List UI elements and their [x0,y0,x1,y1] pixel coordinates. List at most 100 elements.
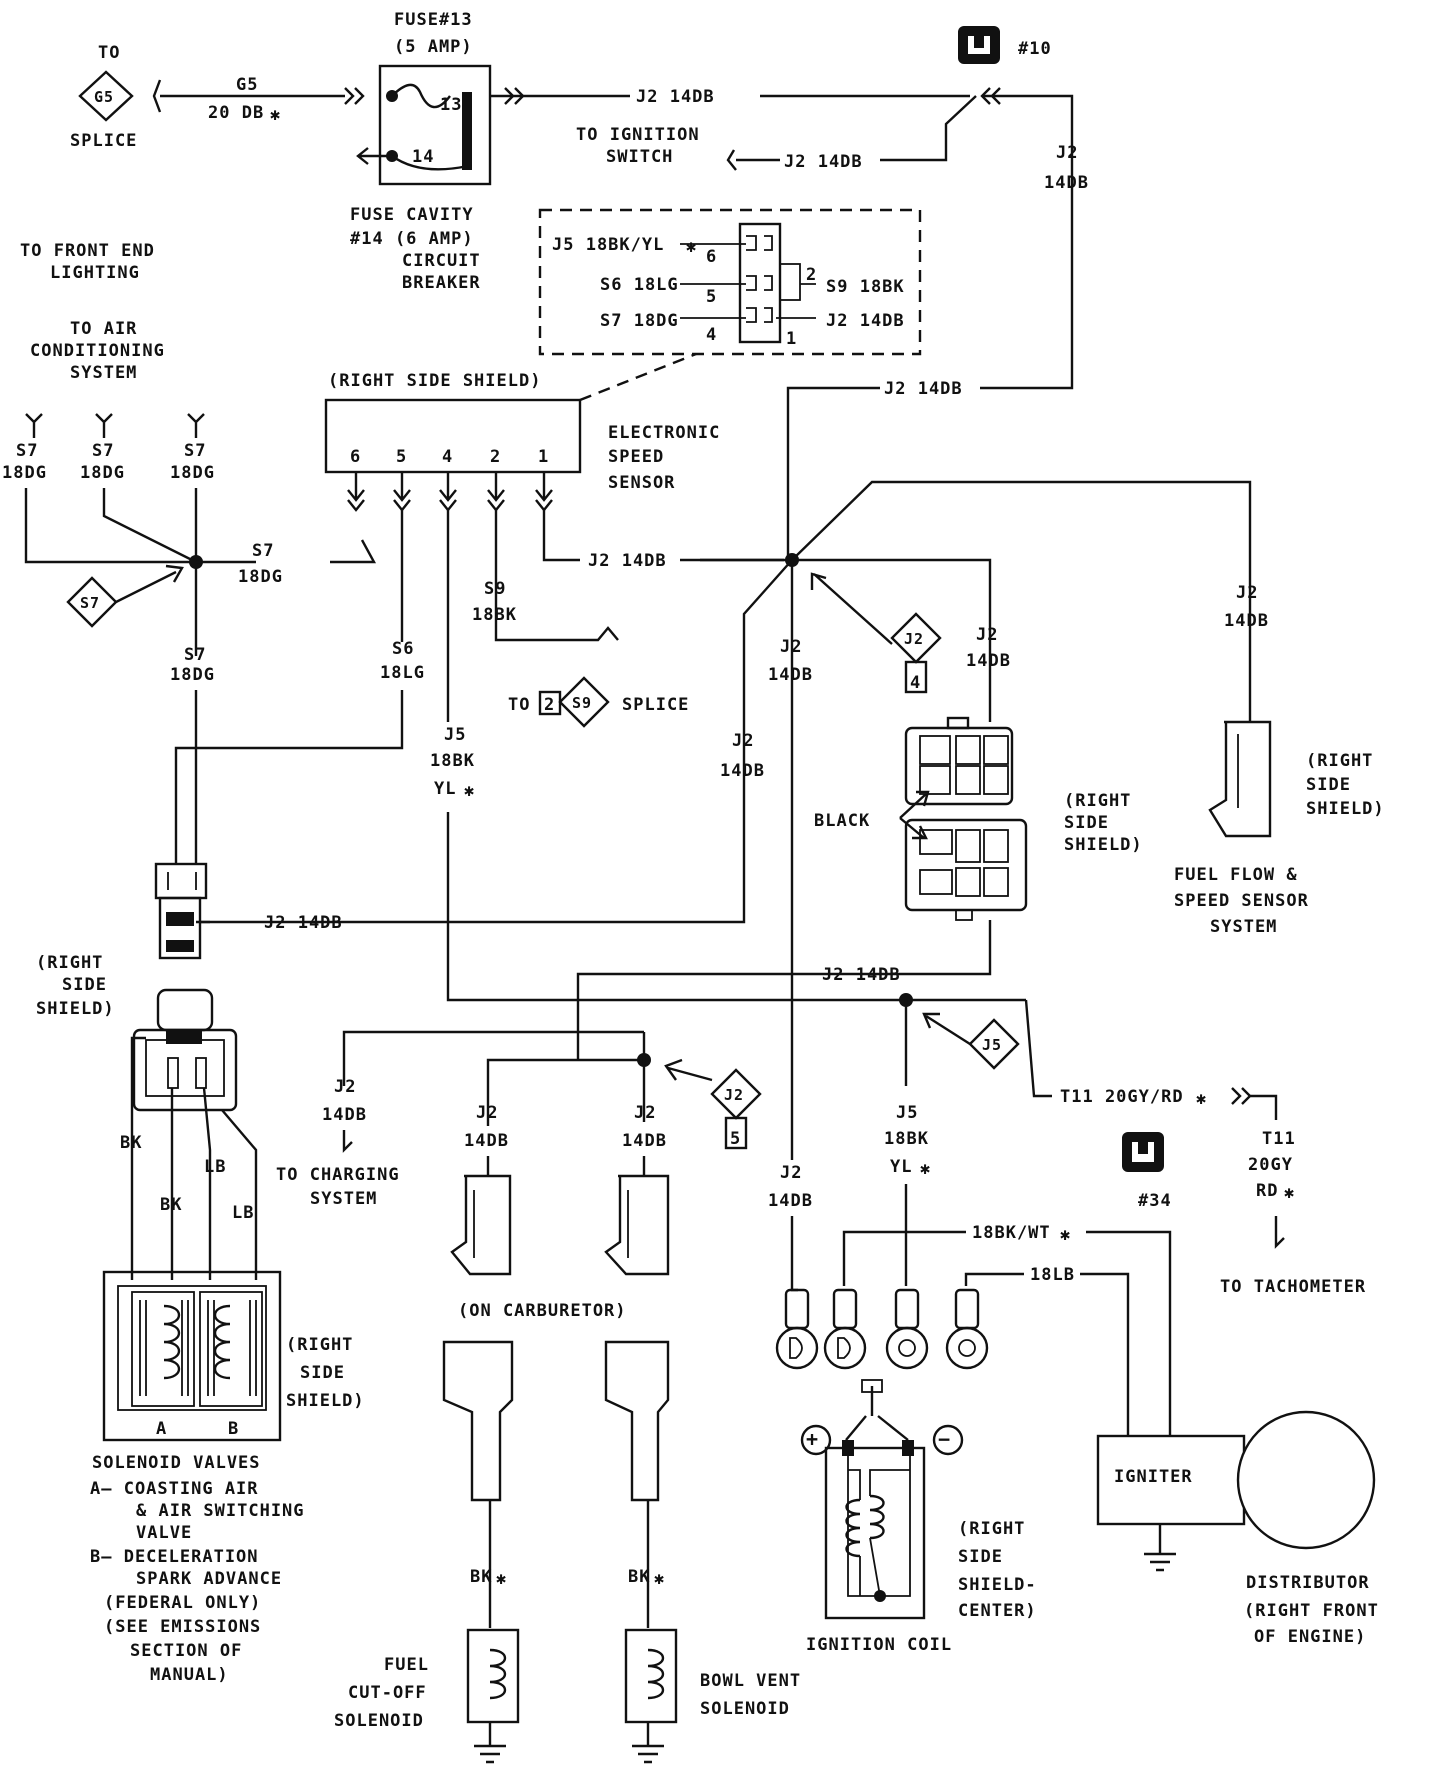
svg-text:14DB: 14DB [966,651,1011,671]
svg-text:2: 2 [490,447,501,467]
svg-text:BREAKER: BREAKER [402,273,481,293]
svg-text:S6: S6 [392,639,414,659]
svg-text:ELECTRONIC: ELECTRONIC [608,423,720,443]
svg-text:OF ENGINE): OF ENGINE) [1254,1627,1366,1647]
svg-text:18DG: 18DG [238,567,283,587]
svg-text:SHIELD-: SHIELD- [958,1575,1037,1595]
svg-text:(SEE EMISSIONS: (SEE EMISSIONS [104,1617,261,1637]
svg-text:SPEED: SPEED [608,447,664,467]
svg-text:4: 4 [442,447,453,467]
svg-text:18DG: 18DG [80,463,125,483]
s9-splice: TO 2 S9 SPLICE [508,676,688,728]
svg-text:YL: YL [434,779,456,799]
fuse-cavity-label: FUSE CAVITY #14 (6 AMP) CIRCUIT BREAKER [350,205,481,293]
svg-text:#34: #34 [1138,1191,1172,1211]
svg-text:20 DB: 20 DB [208,103,264,123]
svg-text:BK: BK [160,1195,182,1215]
svg-text:J2 14DB: J2 14DB [264,913,343,933]
svg-text:J2: J2 [334,1077,356,1097]
svg-text:14DB: 14DB [1044,173,1089,193]
svg-text:J2: J2 [732,731,754,751]
svg-text:✱: ✱ [1196,1089,1207,1109]
svg-text:✱: ✱ [1284,1183,1295,1203]
svg-text:✱: ✱ [270,105,281,125]
front-end-lighting: TO FRONT END LIGHTING [20,241,154,283]
svg-text:IGNITER: IGNITER [1114,1467,1193,1487]
svg-text:✱: ✱ [1060,1225,1071,1245]
svg-text:T11 20GY/RD: T11 20GY/RD [1060,1087,1184,1107]
svg-text:T11: T11 [1262,1129,1296,1149]
svg-text:G5: G5 [94,88,114,106]
svg-text:J2: J2 [780,637,802,657]
connector-10: #10 [958,26,1052,64]
svg-text:A— COASTING AIR: A— COASTING AIR [90,1479,259,1499]
left-connector: (RIGHT SIDE SHIELD) BK BK LB LB [36,862,258,1280]
svg-text:✱: ✱ [496,1569,507,1589]
svg-text:6: 6 [706,247,717,267]
svg-text:6: 6 [350,447,361,467]
svg-text:#10: #10 [1018,39,1052,59]
svg-text:VALVE: VALVE [136,1523,192,1543]
svg-text:FUEL: FUEL [384,1655,429,1675]
svg-text:TO: TO [508,695,530,715]
svg-text:BK: BK [120,1133,142,1153]
svg-text:J2 14DB: J2 14DB [588,551,667,571]
black-connector: BLACK J2 14DB (RIGHT SIDE SHIELD) [576,716,1143,1060]
svg-text:14DB: 14DB [1224,611,1269,631]
svg-text:S6 18LG: S6 18LG [600,275,679,295]
svg-text:TO CHARGING: TO CHARGING [276,1165,400,1185]
svg-text:BK: BK [470,1567,492,1587]
svg-text:14DB: 14DB [768,1191,813,1211]
svg-text:✱: ✱ [920,1159,931,1179]
svg-text:B— DECELERATION: B— DECELERATION [90,1547,259,1567]
svg-text:B: B [228,1419,239,1439]
svg-text:4: 4 [706,325,717,345]
svg-text:18BK: 18BK [430,751,475,771]
svg-text:J2 14DB: J2 14DB [822,965,901,985]
svg-text:(RIGHT: (RIGHT [1306,751,1373,771]
svg-text:5: 5 [730,1129,741,1149]
svg-text:J2 14DB: J2 14DB [826,311,905,331]
t11-wire: T11 20GY/RD ✱ T11 20GY RD ✱ TO TACHOMETE… [1024,999,1366,1297]
fuel-cutoff-solenoid: BK ✱ FUEL CUT-OFF SOLENOID [334,1340,520,1764]
carburetor-junction: J2 5 J2 14DB TO CHARGING SYSTEM J2 14DB … [276,1030,762,1321]
solenoid-valves: A B (RIGHT SIDE SHIELD) SOLENOID VALVES … [90,1270,364,1685]
svg-text:(RIGHT: (RIGHT [958,1519,1025,1539]
svg-text:✱: ✱ [464,781,475,801]
svg-text:18LG: 18LG [380,663,425,683]
svg-text:J2: J2 [476,1103,498,1123]
svg-text:CENTER): CENTER) [958,1601,1037,1621]
svg-text:(ON CARBURETOR): (ON CARBURETOR) [458,1301,627,1321]
svg-text:S7: S7 [16,441,38,461]
svg-text:FUSE CAVITY: FUSE CAVITY [350,205,474,225]
j5-lower: J5 J5 18BK YL ✱ [884,1000,1020,1286]
svg-text:SYSTEM: SYSTEM [70,363,137,383]
svg-text:DISTRIBUTOR: DISTRIBUTOR [1246,1573,1370,1593]
svg-text:+: + [806,1427,819,1451]
svg-text:(FEDERAL ONLY): (FEDERAL ONLY) [104,1593,261,1613]
svg-text:CONDITIONING: CONDITIONING [30,341,165,361]
svg-text:13: 13 [440,95,462,115]
svg-text:SECTION OF: SECTION OF [130,1641,242,1661]
connector-34: #34 [1122,1132,1172,1211]
svg-text:SHIELD): SHIELD) [1064,835,1143,855]
svg-text:J5: J5 [896,1103,918,1123]
igniter-distributor: IGNITER DISTRIBUTOR (RIGHT FRONT OF ENGI… [1096,1410,1378,1647]
svg-text:TO IGNITION: TO IGNITION [576,125,700,145]
svg-text:J2: J2 [904,630,924,648]
svg-text:SPLICE: SPLICE [70,131,137,151]
svg-text:S9: S9 [484,579,506,599]
connector-detail: J5 18BK/YL ✱ 6 S6 18LG 5 S7 18DG 4 2 1 S… [538,208,922,356]
svg-text:BK: BK [628,1567,650,1587]
svg-text:J2: J2 [634,1103,656,1123]
svg-text:J2 14DB: J2 14DB [884,379,963,399]
svg-text:S7: S7 [184,645,206,665]
svg-text:20GY: 20GY [1248,1155,1293,1175]
j2-fuse-wire: J2 14DB J2 14DB [490,87,1089,390]
svg-text:✱: ✱ [654,1569,665,1589]
g5-wire: G5 20 DB ✱ [160,75,365,125]
svg-text:YL: YL [890,1157,912,1177]
svg-text:(RIGHT: (RIGHT [286,1335,353,1355]
svg-text:TO TACHOMETER: TO TACHOMETER [1220,1277,1366,1297]
svg-text:SIDE: SIDE [1306,775,1351,795]
